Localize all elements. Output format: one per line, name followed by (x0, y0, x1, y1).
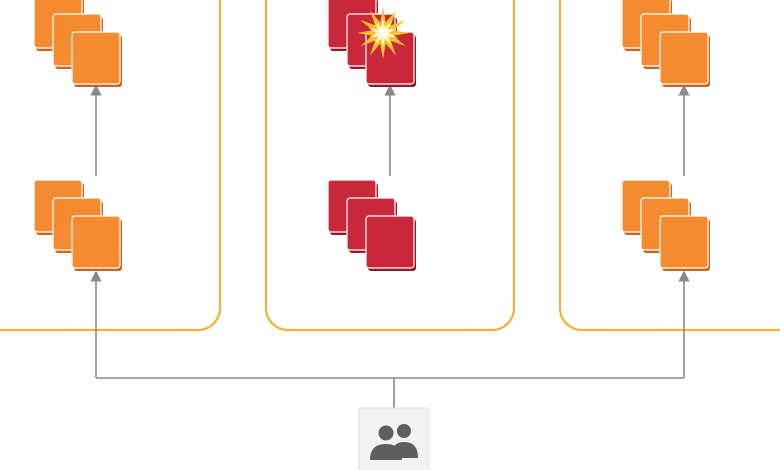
cell-middle-frame (264, 0, 516, 332)
cell-left-upper-resource-stack-card-3 (71, 31, 122, 87)
cell-middle-lower-resource-stack-card-3 (365, 215, 416, 271)
cell-left-upper-resource-stack (33, 0, 122, 87)
users-icon-head-back (397, 424, 411, 438)
explosion-icon (357, 7, 409, 59)
cell-left-lower-resource-stack-card-3 (71, 215, 122, 271)
cell-right-upper-resource-stack-card-3 (659, 31, 710, 87)
cell-right-frame (558, 0, 780, 332)
cell-right-lower-resource-stack (621, 179, 710, 271)
users-icon-body-front (370, 444, 402, 460)
cell-right-lower-resource-stack-card-3 (659, 215, 710, 271)
users-node (358, 407, 430, 470)
cell-middle-lower-resource-stack (327, 179, 416, 271)
explosion-core (379, 29, 387, 37)
users-icon (370, 424, 418, 460)
users-box (358, 407, 430, 470)
cell-left-lower-resource-stack (33, 179, 122, 271)
cell-left-frame (0, 0, 222, 332)
cell-right-upper-resource-stack (621, 0, 710, 87)
users-icon-head-front (378, 425, 394, 441)
